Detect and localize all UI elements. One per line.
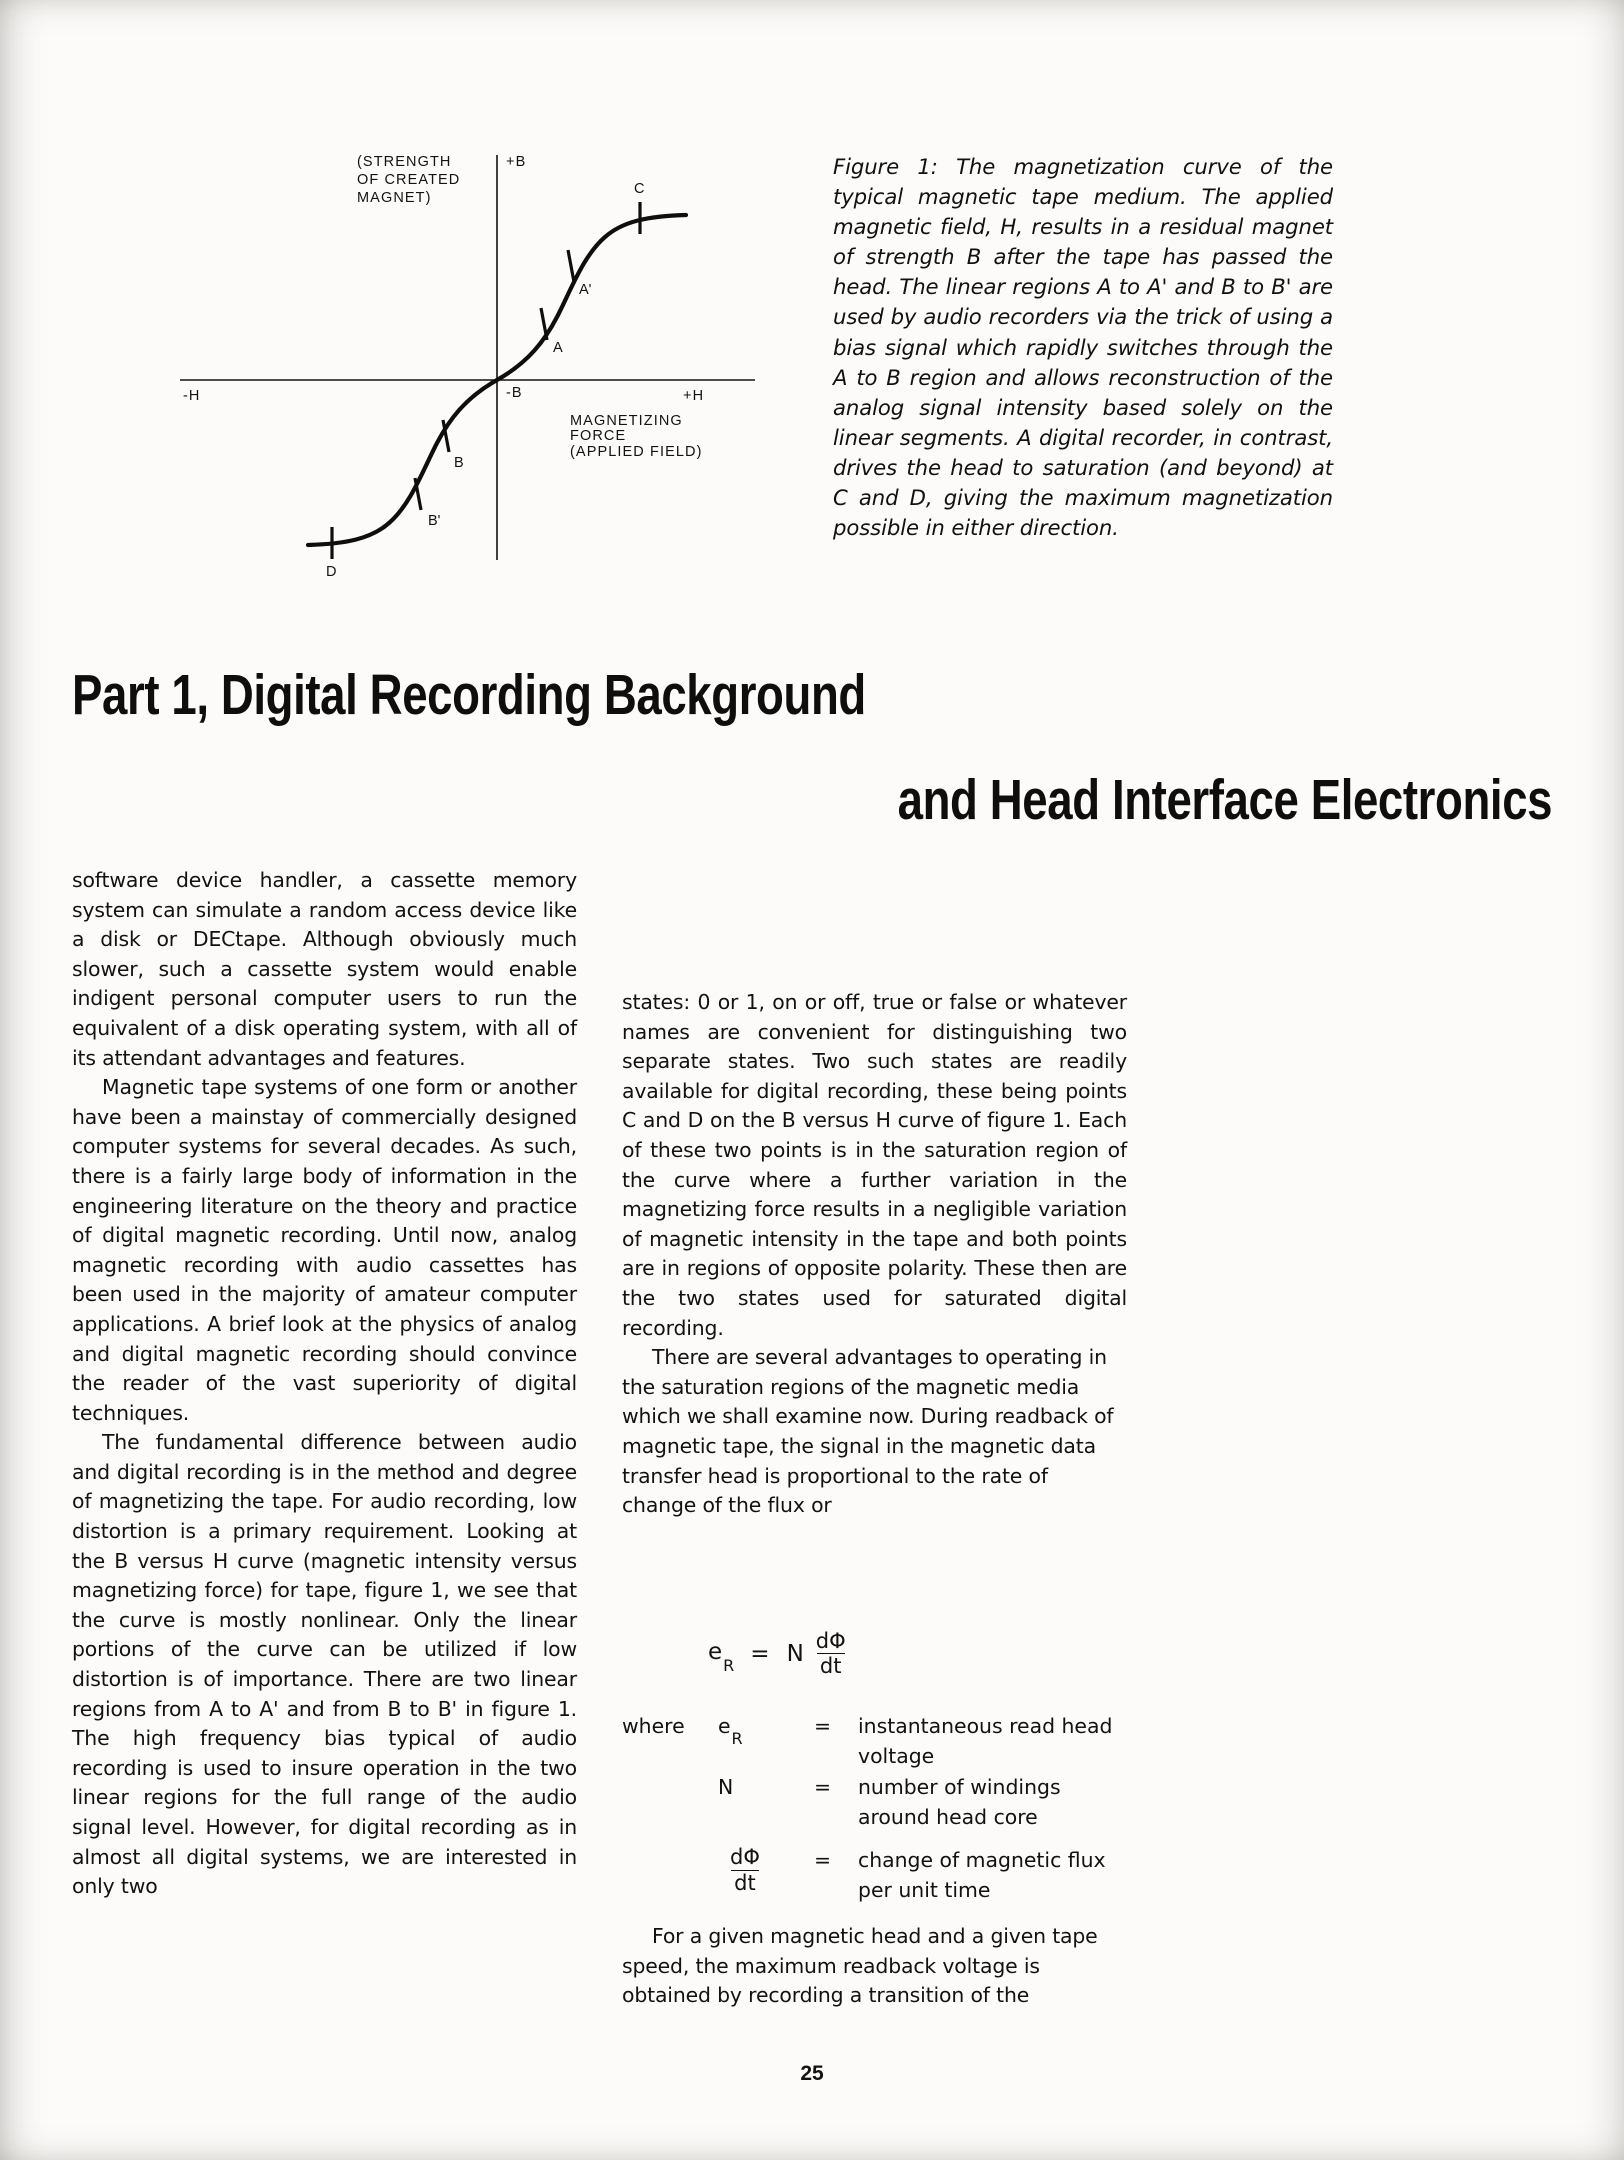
tick-point-a-prime (566, 249, 576, 283)
definition-line: instantaneous read head (858, 1714, 1113, 1738)
point-label-b-prime: B' (428, 513, 441, 529)
paragraph: Magnetic tape systems of one form or ano… (72, 1075, 577, 1425)
paragraph: There are several advantages to operatin… (622, 1345, 1114, 1518)
equation-n-term: N (786, 1640, 804, 1667)
fraction-denominator: dt (731, 1869, 759, 1894)
body-column-right-continued: For a given magnetic head and a given ta… (622, 1922, 1127, 2011)
hysteresis-curve (305, 212, 689, 548)
axis-label-h-negative: -H (183, 388, 201, 404)
definition-line: number of windings (858, 1775, 1061, 1800)
definition-symbol-n: N (718, 1775, 734, 1800)
fraction-denominator: dt (816, 1653, 845, 1677)
figure-caption: Figure 1: The magnetization curve of the… (833, 154, 1333, 541)
page-title-line-2: and Head Interface Electronics (897, 768, 1553, 832)
tick-point-b (441, 419, 451, 453)
tick-point-b-prime (413, 477, 423, 511)
definition-symbol-er: eR (718, 1714, 743, 1749)
definition-row: dΦ dt = change of magnetic flux per unit… (622, 1846, 1127, 1905)
axis-label-h-positive: +H (683, 388, 704, 404)
figure-1-magnetization-curve: A A' B B' C D +B -B +H -H (STRENGTH OF C… (175, 140, 785, 580)
fraction-numerator: dΦ (815, 1629, 846, 1653)
x-axis-caption-line-1: MAGNETIZING (570, 413, 683, 429)
display-equation: eR = N dΦ dt (622, 1630, 1127, 1678)
y-axis-caption-line-2: OF CREATED (357, 172, 460, 188)
magnetization-curve-svg: A A' B B' C D +B -B +H -H (STRENGTH OF C… (180, 154, 755, 580)
definition-equals: = (814, 1775, 832, 1800)
point-label-d: D (326, 564, 336, 580)
equation-fraction-dphi-dt: dΦ dt (813, 1630, 849, 1678)
definition-text-n: number of windings around head core (858, 1773, 1127, 1832)
page-number: 25 (800, 2062, 824, 2085)
fraction-numerator: dΦ (730, 1845, 760, 1870)
paragraph: states: 0 or 1, on or off, true or false… (622, 990, 1127, 1340)
equals-sign: = (750, 1640, 770, 1667)
definition-text-er: instantaneous read head voltage (858, 1712, 1127, 1771)
axis-label-b-negative: -B (506, 385, 523, 401)
point-label-a-prime: A' (579, 282, 592, 298)
definition-row: N = number of windings around head core (622, 1773, 1127, 1832)
definition-row: where eR = instantaneous read head volta… (622, 1712, 1127, 1771)
x-axis-caption-line-3: (APPLIED FIELD) (570, 444, 703, 460)
definition-symbol-dphi-dt: dΦ dt (704, 1846, 814, 1894)
paragraph: For a given magnetic head and a given ta… (622, 1924, 1098, 2008)
definition-line: change of magnetic flux (858, 1848, 1106, 1873)
where-label: where (622, 1714, 685, 1738)
x-axis-caption-line-2: FORCE (570, 428, 626, 444)
y-axis-caption-line-1: (STRENGTH (357, 154, 451, 170)
equation-read-head-voltage: eR = N dΦ dt (708, 1630, 1127, 1678)
paragraph: The fundamental difference between audio… (72, 1430, 577, 1899)
definition-line: per unit time (858, 1877, 991, 1902)
body-column-right: states: 0 or 1, on or off, true or false… (622, 988, 1127, 1521)
point-label-b: B (454, 455, 464, 471)
tick-point-a (539, 307, 549, 341)
body-column-left: software device handler, a cassette memo… (72, 866, 577, 1902)
point-label-a: A (553, 340, 563, 356)
equation-lhs: eR (708, 1638, 735, 1675)
definition-equals: = (814, 1714, 832, 1738)
definition-text-dphi-dt: change of magnetic flux per unit time (858, 1846, 1127, 1905)
y-axis-caption-line-3: MAGNET) (357, 190, 432, 206)
definition-fraction: dΦ dt (727, 1846, 763, 1894)
definition-line: around head core (858, 1804, 1038, 1829)
definition-equals: = (814, 1848, 832, 1873)
axis-label-b-positive: +B (506, 154, 526, 170)
equation-definitions: where eR = instantaneous read head volta… (622, 1712, 1127, 1908)
point-label-c: C (634, 181, 644, 197)
paragraph: software device handler, a cassette memo… (72, 868, 577, 1070)
definition-line: voltage (858, 1743, 935, 1768)
page-title-line-1: Part 1, Digital Recording Background (72, 663, 866, 727)
